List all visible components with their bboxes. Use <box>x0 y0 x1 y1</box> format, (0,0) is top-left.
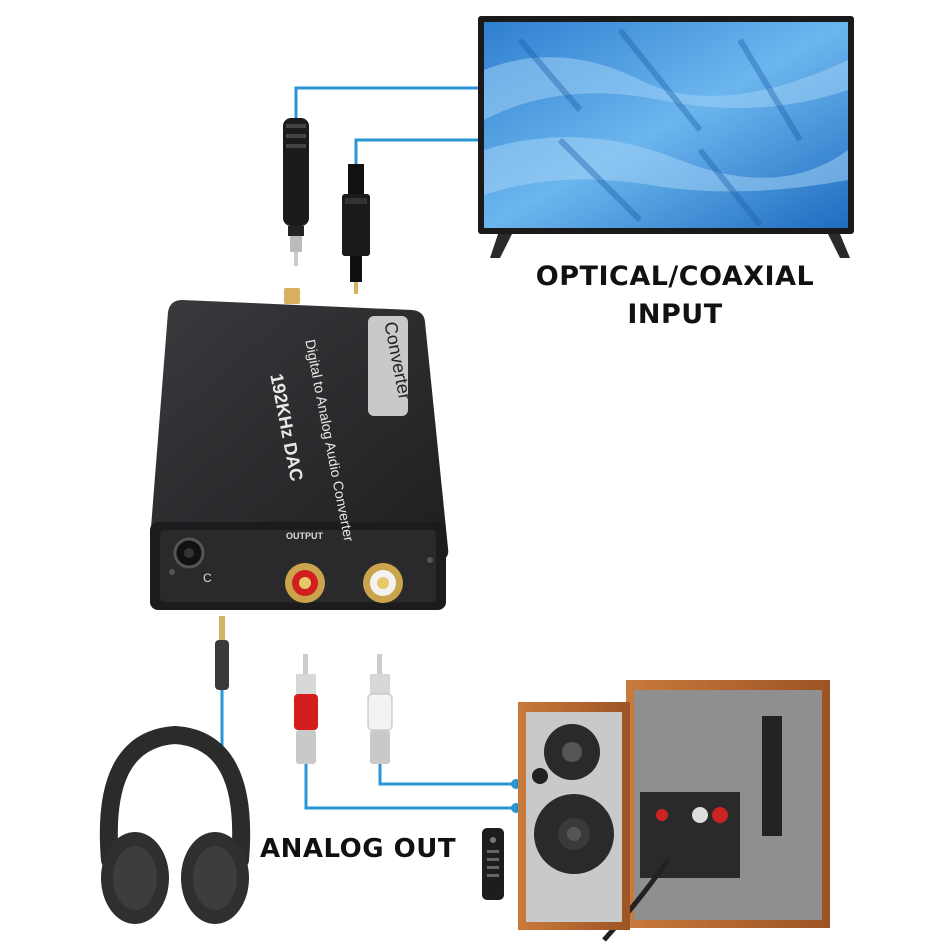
coaxial-plug-icon <box>283 118 309 266</box>
input-caption-line1: OPTICAL/COAXIAL <box>535 261 815 292</box>
rca-white-plug-icon <box>367 654 516 786</box>
remote-control-icon <box>482 828 504 900</box>
port-label: C <box>203 571 212 585</box>
analog-out-caption: ANALOG OUT <box>260 834 457 864</box>
input-caption: OPTICAL/COAXIAL INPUT <box>520 258 830 334</box>
tv-icon <box>478 16 854 258</box>
rca-red-plug-icon <box>294 654 516 810</box>
optical-plug-icon <box>342 164 370 294</box>
aux-plug-icon <box>215 616 229 690</box>
output-label: OUTPUT <box>286 531 323 541</box>
headphones-icon <box>99 725 251 924</box>
bookshelf-speakers-icon <box>518 680 830 942</box>
input-caption-line2: INPUT <box>627 299 723 330</box>
dac-converter-icon <box>150 288 449 610</box>
